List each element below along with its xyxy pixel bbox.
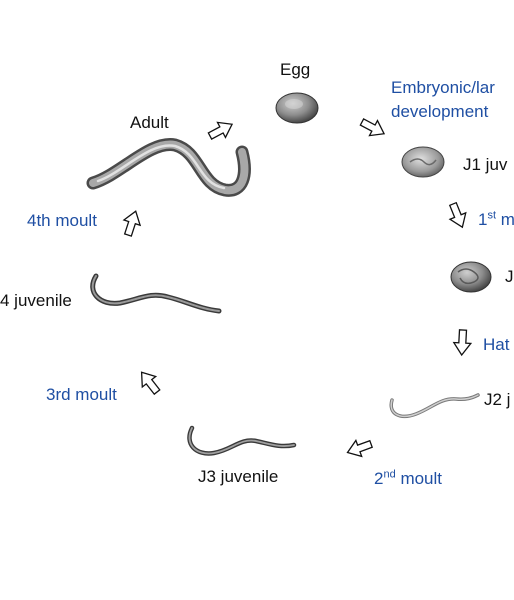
second-moult-label: 2nd moult	[374, 468, 443, 488]
adult-worm-image	[86, 138, 251, 197]
j1-egg-image	[401, 146, 445, 178]
j3-juvenile-label: J3 juvenile	[198, 467, 279, 486]
j2-juvenile-label: J2 j	[484, 390, 511, 409]
egg-label: Egg	[280, 60, 311, 79]
embryonic-development-label-line2: development	[391, 102, 489, 121]
egg-with-juvenile-image	[450, 261, 492, 293]
arrow-second-moult-icon	[346, 439, 374, 458]
j2-worm-image	[389, 393, 480, 419]
embryonic-development-label-line1: Embryonic/lar	[391, 78, 495, 97]
arrow-hatch-icon	[452, 329, 473, 357]
first-moult-label: 1st m	[478, 209, 514, 229]
arrow-fourth-moult-icon	[122, 210, 142, 237]
j4-juvenile-label: 4 juvenile	[0, 291, 72, 310]
adult-label: Adult	[130, 113, 169, 132]
j4-worm-image	[90, 273, 222, 314]
arrow-adult-to-egg-icon	[207, 121, 234, 140]
hatch-label: Hat	[483, 335, 510, 354]
arrow-third-moult-icon	[140, 371, 161, 396]
unhatched-juvenile-label: J	[505, 267, 514, 286]
j3-worm-image	[187, 425, 297, 456]
j1-juvenile-label: J1 juv	[463, 155, 508, 174]
egg-image	[275, 92, 319, 124]
fourth-moult-label: 4th moult	[27, 211, 97, 230]
third-moult-label: 3rd moult	[46, 385, 117, 404]
arrow-egg-to-j1-icon	[359, 118, 386, 137]
arrow-first-moult-icon	[448, 201, 467, 229]
